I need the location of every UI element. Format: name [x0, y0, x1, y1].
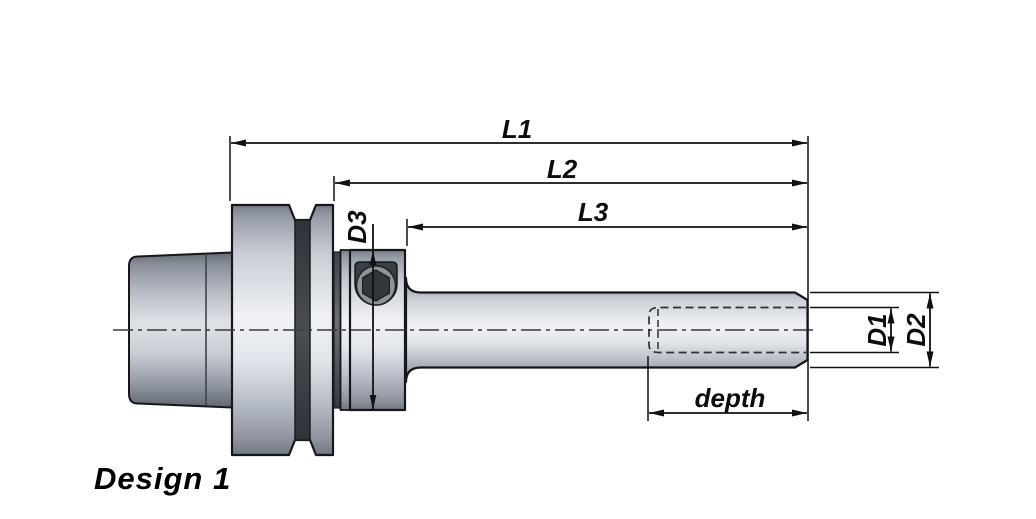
drawing-title: Design 1 — [94, 461, 231, 496]
dimensions — [229, 136, 939, 421]
d3-arrow-top — [369, 250, 377, 265]
dimension-label-l3: L3 — [578, 197, 609, 227]
set-screw — [354, 261, 398, 306]
dimension-label-l1: L1 — [502, 114, 532, 144]
d3-arrow-bottom — [369, 395, 377, 410]
dimension-label-l2: L2 — [547, 154, 578, 184]
dimension-label-depth: depth — [695, 383, 766, 413]
dimension-label-d2: D2 — [901, 313, 931, 347]
dimension-label-d3: D3 — [342, 210, 372, 244]
dimension-label-d1: D1 — [862, 313, 892, 346]
hex-socket-icon — [362, 269, 390, 302]
bore-hidden-outline — [648, 306, 806, 354]
